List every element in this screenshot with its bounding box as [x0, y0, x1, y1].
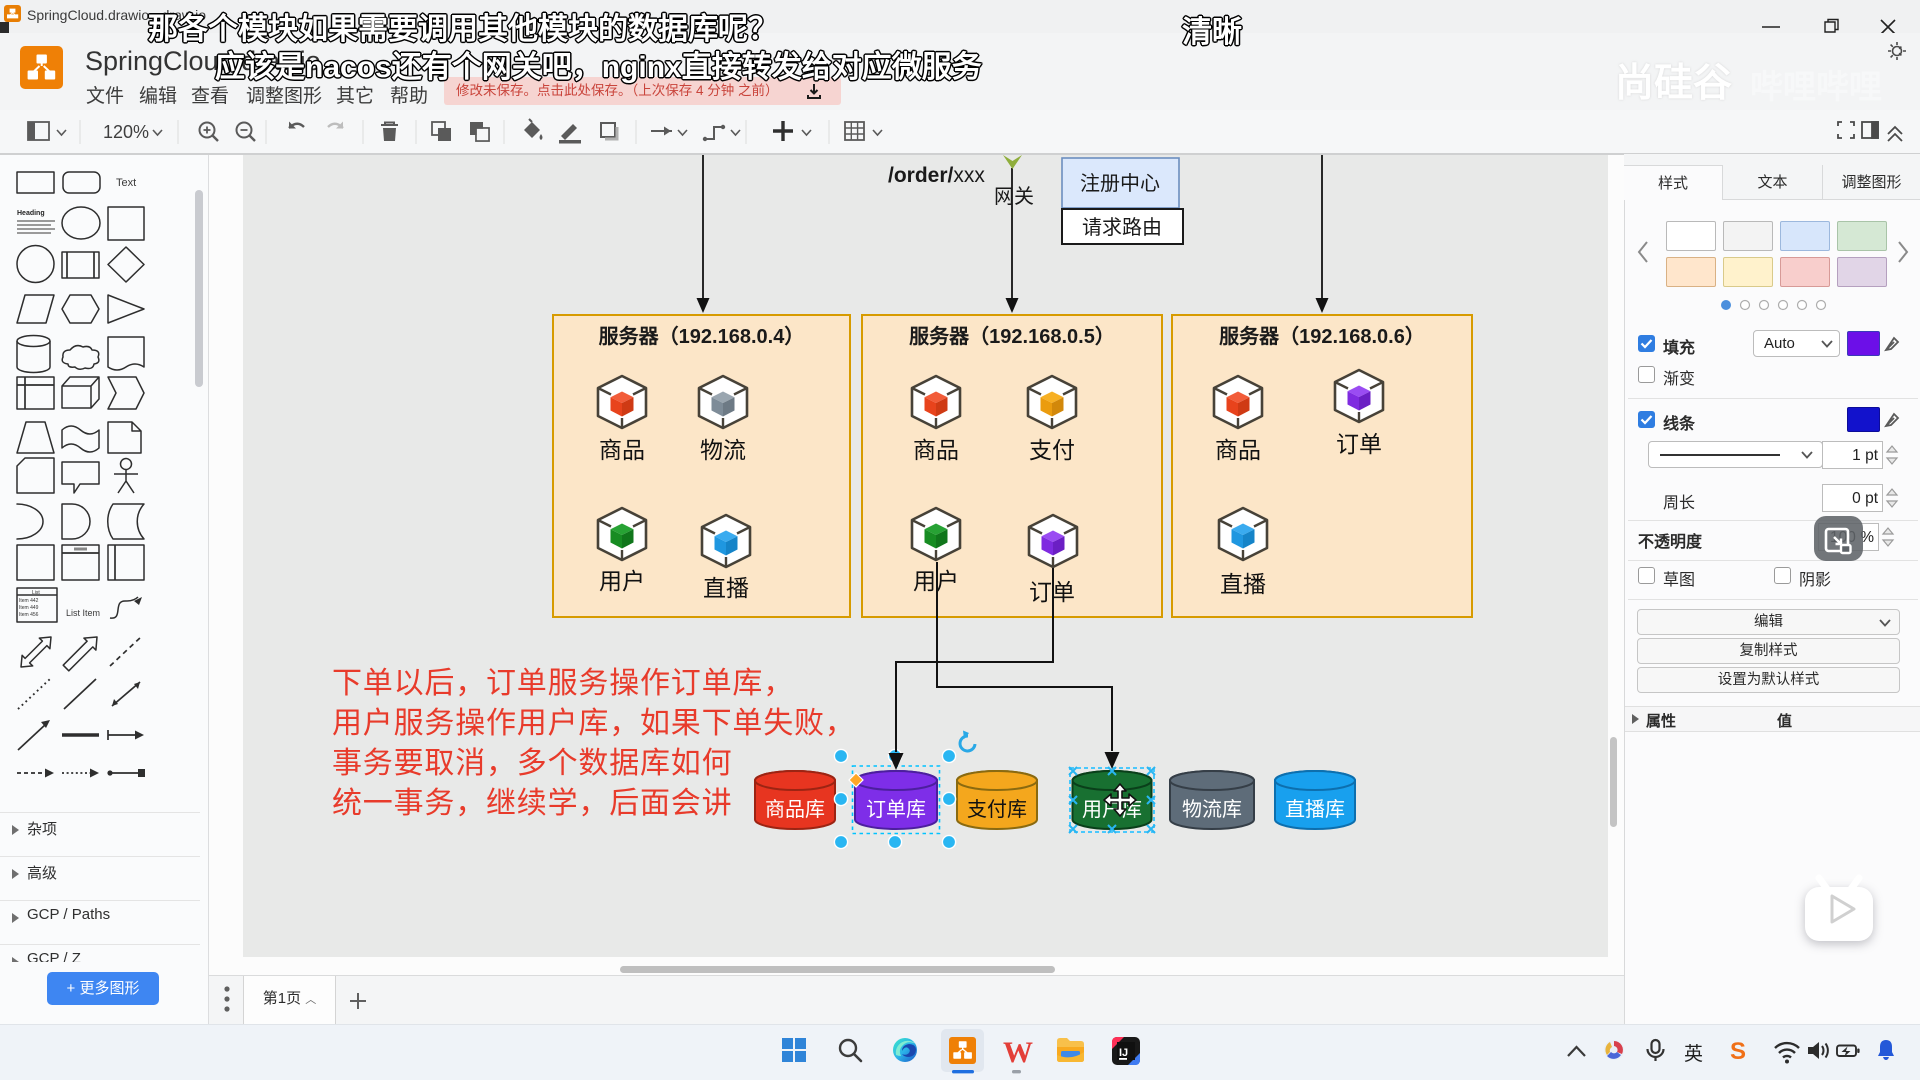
svg-text:商品: 商品	[599, 437, 645, 463]
svg-text:网关: 网关	[994, 185, 1034, 208]
svg-text:支付库: 支付库	[967, 798, 1027, 821]
svg-text:/order/xxx: /order/xxx	[888, 164, 985, 187]
svg-text:服务器（192.168.0.4）: 服务器（192.168.0.4）	[599, 324, 805, 348]
svg-text:List: List	[32, 590, 40, 596]
svg-text:Text: Text	[116, 177, 136, 189]
svg-text:W: W	[1003, 1036, 1033, 1069]
svg-text:注册中心: 注册中心	[1080, 172, 1160, 195]
svg-text:物流: 物流	[700, 437, 746, 463]
svg-text:Heading: Heading	[17, 210, 45, 217]
svg-text:商品库: 商品库	[765, 798, 825, 821]
svg-text:IJ: IJ	[1119, 1047, 1128, 1059]
svg-text:用户库: 用户库	[1082, 798, 1142, 821]
svg-text:Item 442: Item 442	[19, 598, 39, 604]
svg-text:S: S	[1730, 1038, 1746, 1065]
svg-text:请求路由: 请求路由	[1082, 216, 1162, 239]
svg-text:订单库: 订单库	[866, 798, 926, 821]
svg-text:List Item: List Item	[66, 608, 100, 618]
svg-text:Item 456: Item 456	[19, 612, 39, 618]
svg-text:用户: 用户	[599, 568, 645, 594]
svg-text:直播: 直播	[703, 575, 749, 601]
svg-text:物流库: 物流库	[1182, 798, 1242, 821]
svg-text:支付: 支付	[1029, 437, 1075, 463]
svg-text:英: 英	[1684, 1043, 1703, 1065]
svg-text:直播: 直播	[1220, 571, 1266, 597]
svg-text:订单: 订单	[1336, 431, 1382, 457]
svg-text:商品: 商品	[913, 437, 959, 463]
svg-text:120%: 120%	[103, 122, 149, 142]
svg-text:直播库: 直播库	[1285, 798, 1345, 821]
svg-text:Item 449: Item 449	[19, 605, 39, 611]
svg-text:商品: 商品	[1215, 437, 1261, 463]
svg-text:服务器（192.168.0.6）: 服务器（192.168.0.6）	[1219, 324, 1425, 348]
svg-text:服务器（192.168.0.5）: 服务器（192.168.0.5）	[909, 324, 1115, 348]
